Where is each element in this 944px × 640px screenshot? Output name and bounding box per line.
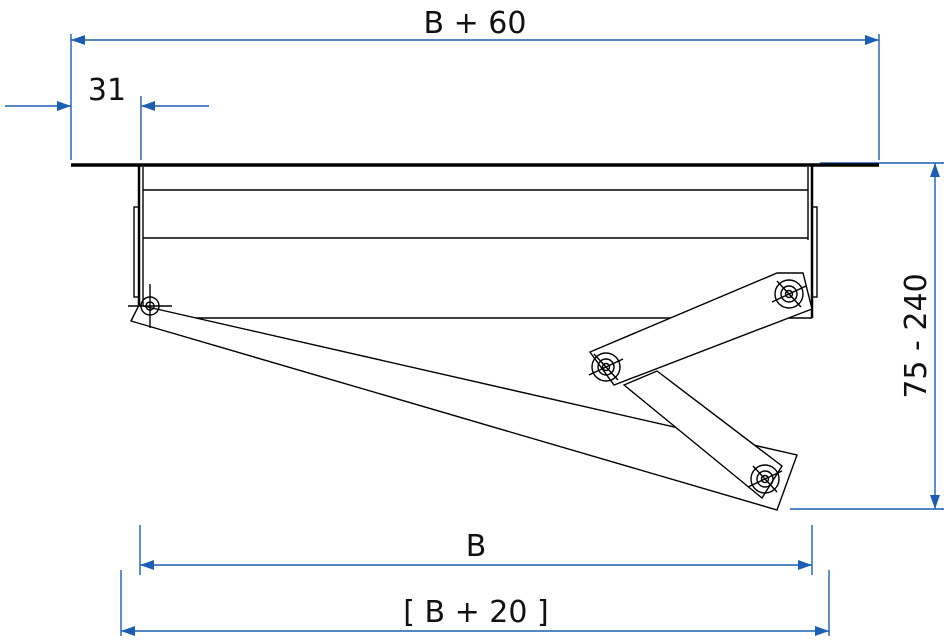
label-top-width: B + 60 xyxy=(424,6,527,41)
label-flange-offset: 31 xyxy=(88,73,126,108)
label-outer-width: [ B + 20 ] xyxy=(403,595,548,630)
hatch-assembly xyxy=(71,163,879,511)
dimension-lines xyxy=(5,34,944,636)
pivot-bolt-knee xyxy=(588,352,624,382)
pivot-bolt-lid-arm xyxy=(747,464,783,494)
pivot-bolt-frame xyxy=(771,279,807,309)
frame-left-tab xyxy=(133,206,140,298)
label-height-range: 75 - 240 xyxy=(899,273,934,398)
label-inner-width: B xyxy=(466,529,487,564)
hatch-lid xyxy=(129,304,798,511)
frame-right-tab xyxy=(811,206,818,298)
arm-lower-link xyxy=(622,370,783,500)
pivot-bolt-lid xyxy=(128,284,172,328)
arm-upper-link xyxy=(588,272,813,386)
